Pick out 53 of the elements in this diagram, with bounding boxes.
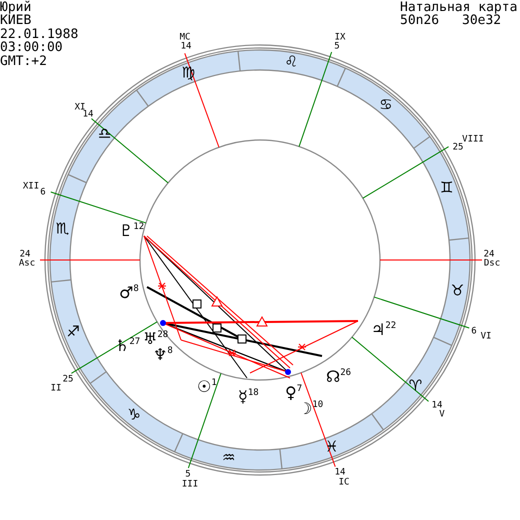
house-number: V [439,410,445,420]
degree-label: 14 [432,402,442,410]
degree-label: 14 [180,42,192,52]
degree-label: 14 [82,110,94,120]
degree-label: 6 [40,188,46,198]
planet-glyph: ☿$^{18}$ [238,389,259,405]
angle-label: Dsc [484,260,500,268]
chart-title: Натальная карта [400,0,518,14]
planet-glyph: ♀$^{7}$ [285,385,302,401]
zodiac-sign: ♑ [127,408,141,423]
planet-glyph: ♃$^{22}$ [371,322,396,338]
planet-glyph: ☽$^{10}$ [298,401,324,417]
degree-label: 25 [452,144,464,152]
birth-time: 03:00:00 [0,41,63,54]
degree-label: 5 [185,470,191,480]
zodiac-sign: ♒ [222,450,236,466]
birth-date: 22.01.1988 [0,28,78,40]
house-number: XII [22,182,40,192]
zodiac-sign: ♎ [98,126,112,142]
degree-label: 24 [484,250,494,260]
angle-label: IC [338,478,350,488]
zodiac-sign: ♋ [379,97,393,112]
city-name: КИЕВ [0,14,32,27]
planet-glyph: ☉$^{1}$ [197,379,217,395]
planet-glyph: ♆$^{8}$ [153,347,173,363]
latitude: 50n26 [400,14,440,27]
degree-label: 25 [62,376,74,384]
degree-label: 6 [471,328,477,336]
zodiac-sign: ♊ [440,180,454,196]
house-number: XI [74,104,86,112]
zodiac-sign: ♈ [408,378,422,394]
zodiac-sign: ♉ [450,284,464,299]
person-name: Юрий [0,0,32,14]
degree-label: 5 [334,42,340,52]
longitude: 30e32 [462,14,502,27]
planet-glyph: ♅$^{28}$ [143,331,168,347]
planet-glyph: ♇$^{12}$ [119,223,144,239]
zodiac-sign: ♌ [284,54,298,70]
angle-label: MC [180,34,190,42]
planet-glyph: ☊$^{26}$ [326,369,352,385]
house-number: IX [334,34,346,42]
house-number: VIII [462,136,484,144]
house-number: VI [480,332,492,342]
zodiac-sign: ♐ [66,324,80,340]
zodiac-sign: ♏ [56,221,70,236]
zodiac-sign: ♓ [324,439,338,454]
house-number: III [182,480,198,490]
planet-glyph: ♂$^{8}$ [119,285,139,301]
time-zone: GMT:+2 [0,54,47,68]
angle-label: Asc [18,260,36,268]
house-number: II [50,384,62,394]
degree-label: 14 [334,468,346,478]
degree-label: 24 [20,250,30,260]
